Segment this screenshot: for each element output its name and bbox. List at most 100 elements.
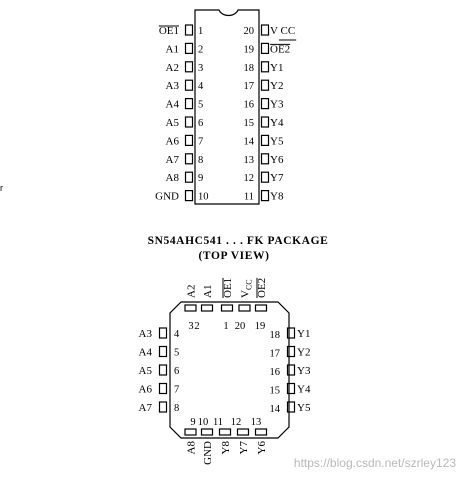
dip-pin-pad: [184, 190, 194, 202]
dip-pin-label: A3: [166, 80, 180, 92]
fk-pin-pad: [254, 428, 268, 436]
stray-text: r: [0, 183, 3, 193]
fk-pin-pad: [218, 428, 232, 436]
dip-pin-number: 3: [198, 63, 203, 74]
fk-pin-pad: [184, 428, 197, 436]
dip-pin-pad: [184, 134, 194, 146]
dip-pin-pad: [184, 116, 194, 128]
dip-pin-label: A2: [166, 62, 179, 74]
fk-pin-pad: [220, 304, 234, 312]
fk-pin-label: GND: [202, 441, 214, 465]
dip-pin-label: Y6: [270, 154, 284, 166]
dip-pin-label: A5: [166, 117, 180, 129]
fk-body-outline: [169, 301, 290, 439]
fk-pin-number: 4: [174, 329, 180, 340]
fk-pin-number: 6: [174, 366, 179, 377]
dip-pin-pad: [260, 134, 270, 146]
fk-top-pin: VCC: [240, 279, 254, 298]
dip-pin-label: OE2: [270, 43, 290, 55]
fk-pin-label: A2: [186, 285, 198, 298]
dip-pin-pad: [260, 97, 270, 110]
fk-pin-number: 19: [255, 321, 266, 332]
fk-pin-pad: [200, 428, 214, 436]
dip-pin-label: Y5: [270, 135, 284, 147]
fk-pin-number: 17: [270, 349, 281, 360]
fk-pin-number: 8: [174, 403, 179, 414]
dip-pin-number: 15: [244, 118, 255, 129]
fk-pin-label: Y1: [297, 328, 310, 340]
fk-pin-pad: [200, 304, 214, 312]
fk-pin-label: A7: [139, 402, 153, 414]
dip-pin-label: A6: [166, 135, 180, 147]
dip-pin-label: GND: [155, 191, 179, 203]
fk-package-subtitle: (TOP VIEW): [198, 250, 269, 262]
fk-pin-label: A3: [139, 328, 153, 340]
dip-pin-label: Y7: [270, 172, 284, 184]
dip-pin-number: 7: [198, 136, 203, 147]
fk-pin-number: 16: [270, 367, 281, 378]
fk-pin-number: 2: [194, 321, 199, 332]
fk-pin-pad: [158, 345, 168, 358]
fk-pin-pad: [286, 327, 296, 339]
dip-pin-pad: [184, 79, 194, 91]
dip-pin-pad: [184, 97, 194, 110]
fk-pin-number: 11: [213, 417, 223, 428]
fk-top-pin: OE1: [222, 277, 234, 298]
dip-pin-pad: [184, 42, 194, 55]
fk-pin-number: 18: [270, 330, 281, 341]
fk-pin-label: Y2: [297, 347, 310, 359]
dip-pin-number: 4: [198, 81, 204, 92]
fk-pin-number: 12: [231, 417, 242, 428]
fk-pin-pad: [158, 382, 168, 395]
dip-pin-pad: [260, 24, 270, 36]
dip-pin-label: Y4: [270, 117, 284, 129]
dip-pin-label: Y3: [270, 99, 284, 111]
dip-pin-pad: [260, 79, 270, 91]
fk-pin-number: 14: [270, 404, 281, 415]
fk-pin-label: A8: [186, 441, 198, 455]
fk-pin-pad: [286, 345, 296, 358]
dip-pin-label: V CC: [270, 25, 295, 37]
fk-pin-pad: [254, 304, 268, 312]
dip-pin-number: 20: [244, 26, 255, 37]
fk-pin-number: 7: [174, 385, 179, 396]
dip-pin-number: 12: [244, 173, 255, 184]
fk-pin-number: 3: [188, 321, 193, 332]
dip-pin-pad: [260, 42, 270, 55]
dip-pin-number: 8: [198, 155, 203, 166]
dip-pin-number: 14: [244, 136, 255, 147]
dip-pin-pad: [184, 171, 194, 183]
fk-top-pin: OE2: [256, 277, 268, 298]
fk-pin-pad: [286, 382, 296, 395]
dip-pin-number: 6: [198, 118, 203, 129]
dip-pin-pad: [260, 61, 270, 73]
dip-pin-number: 9: [198, 173, 203, 184]
fk-pin-number: 1: [223, 321, 228, 332]
fk-pin-number: 9: [190, 417, 195, 428]
dip-pin-pad: [260, 171, 270, 183]
fk-pin-label: Y6: [256, 441, 268, 455]
fk-pin-label-subscript: CC: [245, 279, 254, 290]
fk-pin-number: 5: [174, 348, 179, 359]
fk-pin-label: VCC: [240, 279, 254, 298]
dip-pin-pad: [260, 153, 270, 165]
dip-pin-number: 18: [244, 63, 255, 74]
fk-pin-label: Y8: [220, 441, 232, 455]
dip-pin-pad: [184, 24, 194, 36]
dip-pin-number: 11: [244, 192, 254, 203]
dip-pin-label: Y1: [270, 62, 283, 74]
fk-pin-label: Y3: [297, 365, 311, 377]
fk-pin-number: 13: [251, 417, 262, 428]
fk-bottom-pin: Y8: [220, 441, 232, 455]
fk-pin-label: Y4: [297, 384, 311, 396]
fk-pin-pad: [236, 428, 250, 436]
dip-pin-pad: [260, 190, 270, 202]
dip-pin-label: A7: [166, 154, 180, 166]
fk-pin-pad: [158, 401, 168, 413]
